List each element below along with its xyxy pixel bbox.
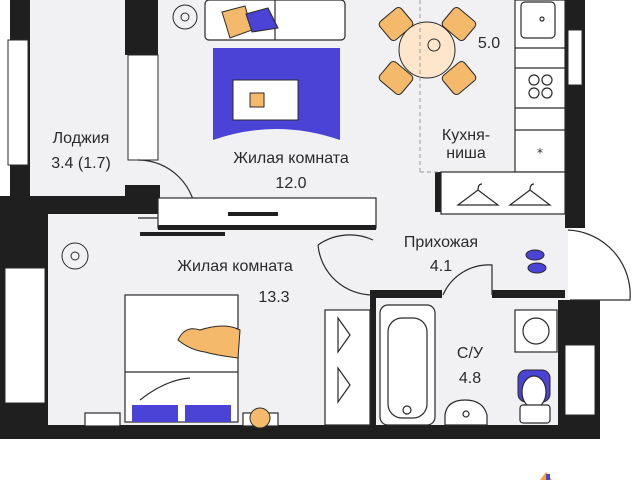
bathroom-name: С/У [457, 345, 484, 362]
kitchen-area: 5.0 [478, 35, 500, 52]
washing-machine [514, 309, 558, 353]
hallway-wardrobe [324, 309, 371, 426]
rug [213, 48, 340, 140]
kitchen-name-line2: ниша [446, 145, 486, 162]
plant-icon [61, 4, 198, 270]
fridge-icon: * [537, 146, 543, 160]
sofa [204, 0, 346, 41]
kitchen-counter: * [514, 0, 566, 173]
dining-table [378, 0, 477, 173]
toilet [517, 369, 551, 424]
hallway-name: Прихожая [404, 234, 478, 251]
windows [4, 29, 596, 416]
living-room-2-name: Жилая комната [177, 258, 293, 275]
hallway-area: 4.1 [430, 258, 452, 275]
logo-icon [540, 472, 552, 480]
living-room-1-name: Жилая комната [233, 150, 349, 167]
bathtub [379, 304, 436, 426]
wardrobe [440, 171, 566, 215]
sink [444, 399, 488, 426]
loggia-area: 3.4 (1.7) [51, 155, 111, 172]
bathroom-area: 4.8 [459, 370, 481, 387]
loggia-name: Лоджия [53, 130, 110, 147]
living-room-1-area: 12.0 [275, 175, 306, 192]
kitchen-name-line1: Кухня- [442, 127, 490, 144]
bed [84, 294, 279, 429]
living-room-2-area: 13.3 [258, 289, 289, 306]
tv-unit [140, 197, 377, 236]
slippers-icon [525, 249, 547, 274]
